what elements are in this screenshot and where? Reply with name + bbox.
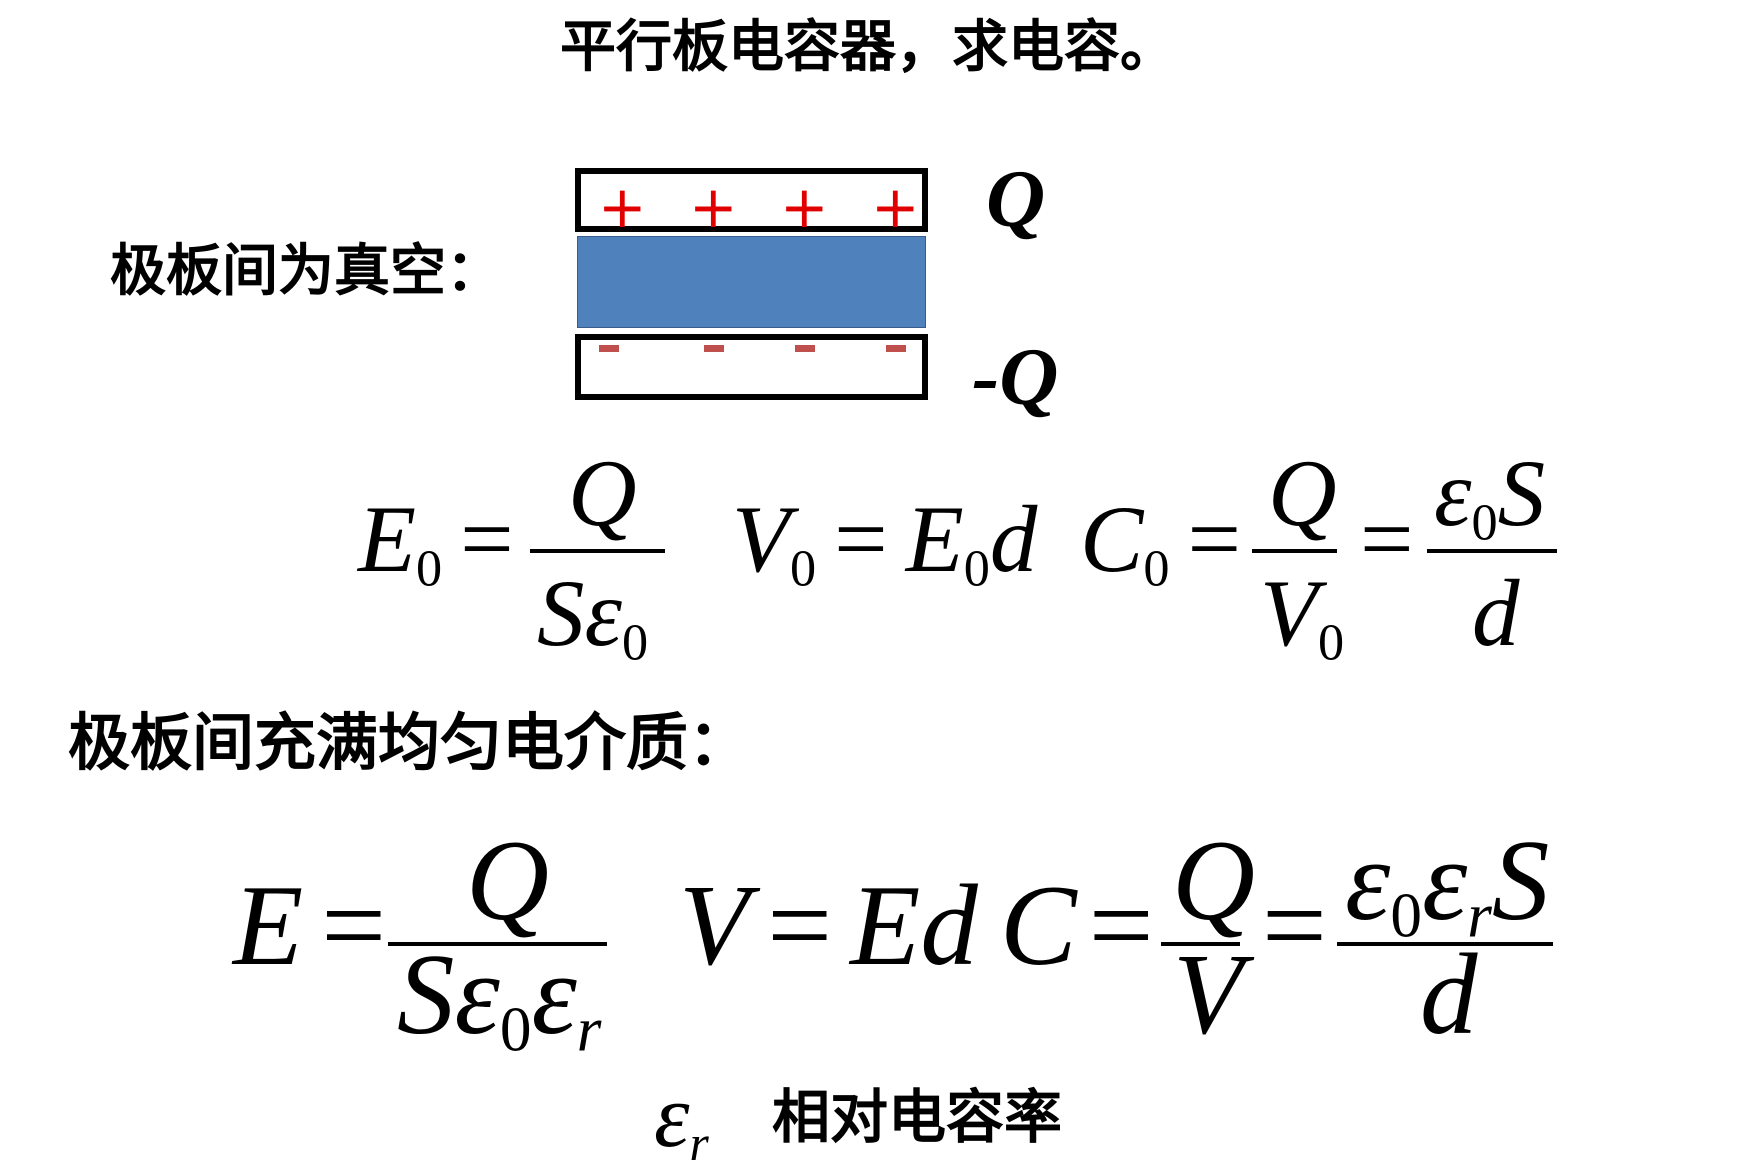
- denominator: d: [1420, 937, 1478, 1052]
- epsilon: ε: [1345, 817, 1391, 944]
- subscript: 0: [963, 539, 990, 598]
- epsilon: ε: [454, 931, 500, 1058]
- epsilon: ε: [1434, 440, 1472, 546]
- numerator: Q: [568, 446, 637, 541]
- equals: =: [767, 862, 833, 989]
- epsilon: ε: [654, 1067, 690, 1166]
- subscript: r: [576, 994, 602, 1065]
- subscript: r: [689, 1115, 709, 1171]
- dielectric-label: 极板间充满均匀电介质：: [68, 706, 751, 779]
- epsilon: ε: [531, 931, 577, 1058]
- Q-symbol: Q: [1172, 817, 1256, 944]
- negative-plate: [575, 334, 928, 400]
- plus-sign: +: [598, 173, 647, 241]
- subscript: 0: [416, 539, 443, 598]
- denominator: V: [1173, 937, 1243, 1052]
- minus-sign: [795, 345, 815, 352]
- epsilon: ε: [1421, 817, 1468, 944]
- vacuum-label: 极板间为真空：: [110, 239, 502, 304]
- denominator: V0: [1260, 566, 1344, 669]
- subscript: 0: [790, 539, 817, 598]
- Q-symbol: Q: [1268, 440, 1337, 546]
- V-symbol: V: [1260, 560, 1319, 666]
- plus-sign: +: [871, 173, 920, 241]
- Q-symbol: Q: [568, 440, 637, 546]
- d-symbol: d: [1472, 560, 1520, 666]
- page-title: 平行板电容器，求电容。: [560, 15, 1176, 80]
- equals: =: [321, 862, 387, 989]
- equals: =: [1187, 486, 1242, 592]
- E-lhs: E=: [233, 868, 386, 983]
- S-symbol: S: [1491, 817, 1550, 944]
- positive-plate: [575, 168, 928, 232]
- equals: =: [834, 486, 888, 592]
- numerator: Q: [1268, 446, 1337, 541]
- C0-lhs: C0=: [1080, 492, 1241, 595]
- E-symbol: E: [358, 486, 417, 592]
- d-symbol: d: [989, 486, 1038, 592]
- C-lhs: C=: [1000, 868, 1154, 983]
- minus-sign: [599, 345, 619, 352]
- numerator: Q: [466, 823, 549, 938]
- fraction-bar: [388, 942, 607, 946]
- equals: =: [1262, 862, 1327, 989]
- denominator: d: [1472, 566, 1520, 661]
- fraction-bar: [1252, 549, 1337, 553]
- epsilon: ε: [584, 560, 622, 666]
- subscript: r: [1467, 880, 1492, 951]
- numerator: ε0S: [1434, 446, 1545, 549]
- minus-sign: [886, 345, 906, 352]
- top-charge-label: Q: [986, 153, 1046, 244]
- plus-sign: +: [780, 173, 829, 241]
- numerator: Q: [1172, 823, 1255, 938]
- C-symbol: C: [1080, 486, 1144, 592]
- E-symbol: E: [233, 862, 304, 989]
- equals: =: [1088, 862, 1154, 989]
- C-symbol: C: [1000, 862, 1077, 989]
- V-symbol: V: [732, 486, 791, 592]
- E0-lhs: E0=: [358, 492, 514, 595]
- bottom-charge-label: -Q: [972, 331, 1059, 422]
- fraction-bar: [1337, 942, 1553, 946]
- relative-permittivity-text: 相对电容率: [772, 1083, 1063, 1151]
- equals: =: [1360, 486, 1414, 592]
- fraction-bar: [1427, 549, 1557, 553]
- numerator: ε0εrS: [1345, 823, 1549, 948]
- subscript: 0: [1318, 613, 1345, 672]
- subscript: 0: [1390, 880, 1422, 951]
- d-symbol: d: [1420, 931, 1478, 1058]
- subscript: 0: [621, 613, 649, 672]
- S-symbol: S: [1497, 440, 1546, 546]
- S-symbol: S: [397, 931, 455, 1058]
- V-symbol: V: [679, 862, 750, 989]
- minus-sign: [704, 345, 724, 352]
- epsilon-r-symbol: εr: [654, 1072, 709, 1171]
- denominator: Sε0εr: [397, 937, 601, 1062]
- V-symbol: V: [1173, 931, 1244, 1058]
- dielectric-region: [577, 236, 926, 328]
- V0-equation: V0=E0d: [732, 492, 1037, 595]
- S-symbol: S: [537, 560, 585, 666]
- Q-symbol: Q: [466, 817, 550, 944]
- subscript: 0: [1143, 539, 1170, 598]
- subscript: 0: [499, 994, 532, 1065]
- fraction-bar: [530, 549, 665, 553]
- equals: =: [460, 486, 514, 592]
- subscript: 0: [1471, 493, 1498, 552]
- E-symbol: E: [905, 486, 964, 592]
- fraction-bar: [1161, 942, 1240, 946]
- denominator: Sε0: [537, 566, 648, 669]
- V-equation: V=Ed: [679, 868, 978, 983]
- Ed-term: Ed: [850, 862, 978, 989]
- plus-sign: +: [689, 173, 738, 241]
